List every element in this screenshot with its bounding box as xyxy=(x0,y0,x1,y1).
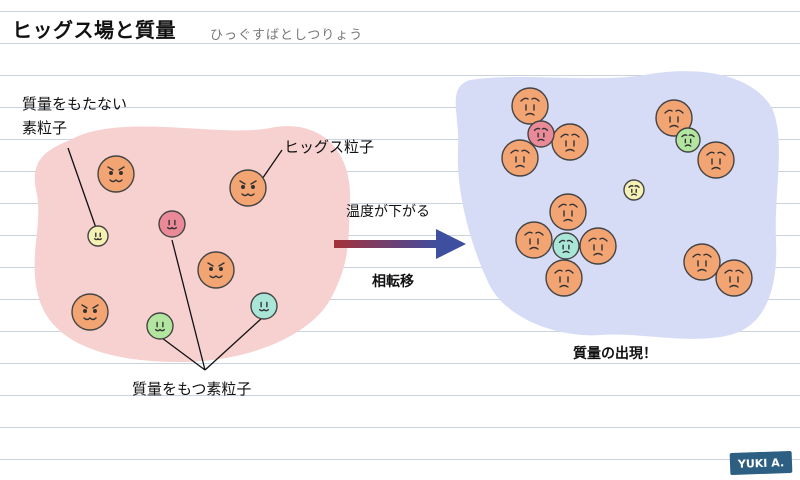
higgs-boson-particle xyxy=(683,243,721,281)
pink-elementary-particle xyxy=(527,120,555,148)
pointer-massless xyxy=(67,147,97,229)
particles-layer xyxy=(71,87,753,340)
higgs-particle-label: ヒッグス粒子 xyxy=(284,138,375,156)
massless-particle-label: 質量をもたない 素粒子 xyxy=(22,95,128,137)
higgs-boson-particle xyxy=(549,193,587,231)
yellow-elementary-particle xyxy=(87,225,109,247)
higgs-boson-particle xyxy=(697,141,735,179)
higgs-boson-particle xyxy=(501,139,539,177)
author-signature: YUKI A. xyxy=(729,450,793,476)
higgs-boson-particle xyxy=(545,259,583,297)
green-elementary-particle xyxy=(675,127,701,153)
phase-transition-label: 相転移 xyxy=(372,274,414,290)
higgs-boson-particle xyxy=(551,123,589,161)
higgs-boson-particle xyxy=(97,155,135,193)
higgs-boson-particle xyxy=(579,227,617,265)
higgs-boson-particle xyxy=(655,99,693,137)
higgs-boson-particle xyxy=(197,251,235,289)
temperature-drop-label: 温度が下がる xyxy=(346,204,430,220)
pink-elementary-particle xyxy=(158,210,186,238)
green-elementary-particle xyxy=(146,312,174,340)
transition-arrow xyxy=(334,229,466,259)
pointer-massive-1 xyxy=(171,239,206,371)
higgs-boson-particle xyxy=(715,259,753,297)
teal-elementary-particle xyxy=(552,232,580,260)
teal-elementary-particle xyxy=(250,292,278,320)
higgs-boson-particle xyxy=(71,293,109,331)
yellow-elementary-particle xyxy=(623,179,645,201)
higgs-field-after xyxy=(455,71,779,339)
higgs-boson-particle xyxy=(511,87,549,125)
pointer-massive-2 xyxy=(161,337,206,371)
massive-particle-label: 質量をもつ素粒子 xyxy=(132,380,252,398)
title-reading: ひっぐすばとしつりょう xyxy=(210,28,364,43)
mass-appears-label: 質量の出現！ xyxy=(573,346,657,362)
higgs-boson-particle xyxy=(229,169,267,207)
pointer-massive-3 xyxy=(204,317,263,371)
pointer-lines xyxy=(67,147,283,371)
pointer-higgs xyxy=(259,149,283,183)
higgs-boson-particle xyxy=(515,221,553,259)
page-title: ヒッグス場と質量 xyxy=(12,18,176,42)
